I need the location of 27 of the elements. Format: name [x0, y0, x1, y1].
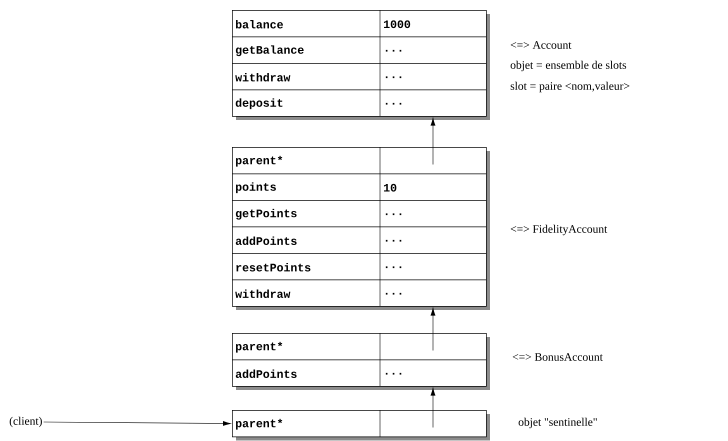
client-label: (client): [10, 416, 42, 428]
side-note: <=> FidelityAccount: [510, 224, 608, 236]
note: objet = ensemble de slots: [510, 60, 626, 72]
slot-row: getPoints ...: [232, 200, 487, 228]
slot-row: parent*: [232, 410, 487, 438]
arrow: [430, 388, 436, 428]
side-note: <=> BonusAccount: [512, 353, 603, 361]
slot-row: parent*: [232, 332, 487, 360]
slot-row: points 10: [232, 173, 487, 201]
slot-row: withdraw ...: [232, 62, 487, 90]
arrow: [430, 308, 436, 351]
slot-row: getBalance ...: [232, 36, 487, 64]
object-table: [232, 147, 490, 310]
slot-row: withdraw ...: [232, 279, 487, 307]
slot-row: balance 1000: [232, 10, 487, 38]
slot-row: addPoints ...: [232, 359, 487, 387]
note: slot = paire <nom,valeur>: [510, 82, 630, 92]
side-note: objet "sentinelle": [518, 418, 597, 428]
side-note: <=> Account: [510, 41, 572, 49]
arrow: [430, 118, 436, 165]
arrow: [43, 421, 231, 426]
slot-row: resetPoints ...: [232, 252, 487, 280]
object-table: [232, 333, 490, 390]
slot-row: addPoints ...: [232, 226, 487, 254]
object-table: [232, 10, 490, 120]
slot-row: parent*: [232, 146, 487, 174]
slot-row: deposit ...: [232, 89, 487, 117]
